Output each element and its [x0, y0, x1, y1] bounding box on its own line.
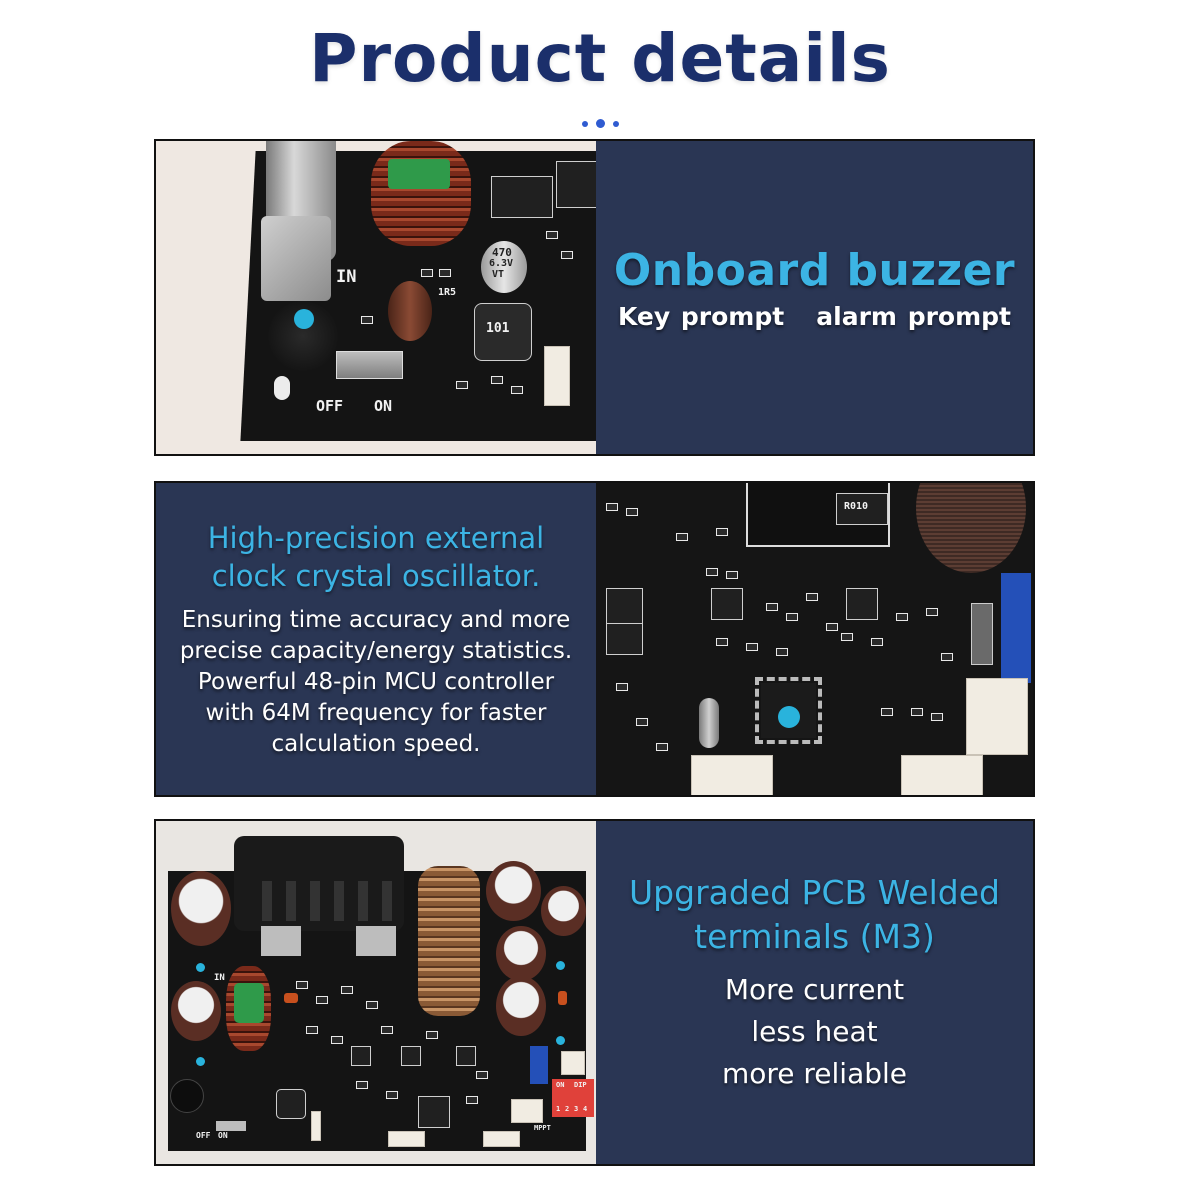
feature-heading: Onboard buzzer — [613, 244, 1016, 296]
capacitor-icon — [171, 981, 221, 1041]
terminal-marker-dot — [556, 1036, 565, 1045]
feature-description: Ensuring time accuracy and more precise … — [179, 606, 573, 757]
potentiometer-icon — [530, 1046, 548, 1084]
standoff-icon — [274, 376, 290, 400]
smd-inductor-icon — [474, 303, 532, 361]
connector-icon — [691, 755, 773, 795]
power-switch-icon — [336, 351, 403, 379]
capacitor-icon — [486, 861, 541, 921]
buzzer-marker-dot — [294, 309, 314, 329]
smd-inductor-icon — [276, 1089, 306, 1119]
connector-icon — [483, 1131, 520, 1147]
toroid-inductor-icon — [418, 866, 480, 1016]
dip-switch-icon — [552, 1079, 594, 1117]
capacitor-icon — [558, 991, 567, 1005]
ic-chip-icon — [401, 1046, 421, 1066]
capacitor-icon — [496, 976, 546, 1036]
indicator-dot — [581, 120, 588, 127]
ic-chip-icon — [351, 1046, 371, 1066]
capacitor-icon — [916, 483, 1026, 573]
ic-chip-icon — [491, 176, 553, 218]
green-core-icon — [388, 159, 450, 189]
page-title: Product details — [309, 20, 891, 97]
mcu-marker-dot — [778, 706, 800, 728]
terminal-marker-dot — [196, 963, 205, 972]
terminals-text-panel: Upgraded PCB Welded terminals (M3) More … — [596, 821, 1033, 1164]
inductor-coil-icon — [371, 141, 471, 246]
connector-icon — [544, 346, 570, 406]
capacitor-icon — [496, 926, 546, 981]
heatsink-fins-icon — [248, 881, 398, 921]
indicator-dot — [612, 120, 619, 127]
connector-icon — [388, 1131, 425, 1147]
feature-description: More current less heat more reliable — [721, 972, 908, 1090]
feature-card-terminals: ON DIP 1 2 3 4 OFF ON MPPT IN Up — [154, 819, 1035, 1166]
oscillator-photo: R010 — [596, 483, 1033, 795]
buzzer-icon — [170, 1079, 204, 1113]
connector-icon — [561, 1051, 585, 1075]
feature-card-buzzer: 470 6.3V VT 101 IN OFF ON 1R5 Onboard bu… — [154, 139, 1035, 456]
terminal-marker-dot — [556, 961, 565, 970]
feature-heading: Upgraded PCB Welded terminals (M3) — [629, 872, 1000, 956]
capacitor-470-icon — [481, 241, 527, 293]
buzzer-photo: 470 6.3V VT 101 IN OFF ON 1R5 — [156, 141, 596, 454]
mcu-chip-icon — [418, 1096, 450, 1128]
capacitor-icon — [171, 871, 231, 946]
potentiometer-icon — [1001, 573, 1031, 683]
green-core-icon — [234, 983, 264, 1023]
ic-chip-icon — [456, 1046, 476, 1066]
connector-icon — [311, 1111, 321, 1141]
terminals-photo: ON DIP 1 2 3 4 OFF ON MPPT IN — [156, 821, 596, 1164]
connector-icon — [511, 1099, 543, 1123]
ic-chip-icon — [711, 588, 743, 620]
power-switch-icon — [216, 1121, 246, 1131]
buzzer-text-panel: Onboard buzzer Key prompt alarm prompt — [596, 141, 1033, 454]
ic-chip-icon — [556, 161, 596, 208]
mosfet-icon — [356, 926, 396, 956]
connector-icon — [901, 755, 983, 795]
page-indicator — [0, 113, 1200, 132]
ic-chip-icon — [606, 588, 643, 625]
capacitor-icon — [388, 281, 432, 341]
crystal-oscillator-icon — [699, 698, 719, 748]
feature-heading: High-precision external clock crystal os… — [207, 520, 545, 593]
mosfet-icon — [261, 926, 301, 956]
feature-card-oscillator: High-precision external clock crystal os… — [154, 481, 1035, 797]
capacitor-icon — [541, 886, 586, 936]
terminal-marker-dot — [196, 1057, 205, 1066]
capacitor-icon — [284, 993, 298, 1003]
oscillator-text-panel: High-precision external clock crystal os… — [156, 483, 596, 795]
feature-description: Key prompt alarm prompt — [618, 301, 1011, 331]
slide-switch-icon — [971, 603, 993, 665]
ic-chip-icon — [606, 623, 643, 655]
ic-chip-icon — [846, 588, 878, 620]
indicator-dot-active — [595, 119, 605, 128]
screw-terminal-icon — [261, 216, 331, 301]
connector-icon — [966, 678, 1028, 755]
shunt-resistor-icon — [836, 493, 888, 525]
